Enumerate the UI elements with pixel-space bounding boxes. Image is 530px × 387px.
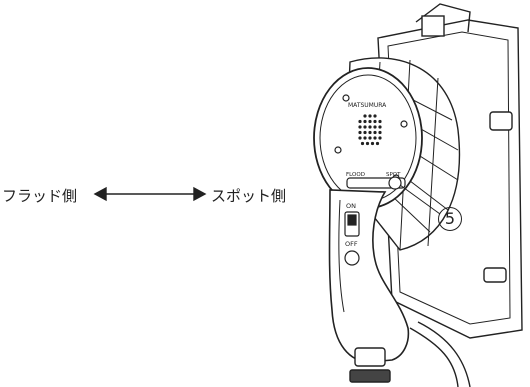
off-text: OFF bbox=[345, 240, 358, 248]
flood-text: FLOOD bbox=[346, 172, 365, 178]
spot-text: SPOT bbox=[386, 172, 401, 178]
vent-dot bbox=[373, 114, 377, 118]
vent-dot bbox=[368, 136, 372, 140]
cable bbox=[409, 321, 471, 387]
vent-dot bbox=[375, 141, 380, 146]
vent-dot bbox=[378, 130, 382, 135]
direction-arrow bbox=[93, 186, 207, 202]
vent-dot bbox=[363, 136, 367, 140]
on-text: ON bbox=[346, 202, 356, 210]
vent-dot bbox=[358, 136, 362, 140]
vent-dot bbox=[368, 114, 372, 118]
vent-dot bbox=[358, 125, 362, 129]
vent-dot bbox=[378, 125, 382, 129]
bottom-mount bbox=[349, 347, 391, 383]
callout-leader bbox=[399, 184, 441, 215]
vent-dot bbox=[368, 125, 372, 129]
vent-dot bbox=[373, 130, 377, 135]
vent-dot bbox=[373, 125, 377, 129]
spot-side-label: スポット側 bbox=[211, 187, 287, 205]
focus-slider bbox=[346, 176, 406, 190]
vent-dot bbox=[370, 141, 375, 146]
vent-dot bbox=[363, 114, 367, 118]
handle-screw bbox=[344, 250, 360, 266]
callout-number: 5 bbox=[438, 207, 462, 231]
vent-dot bbox=[368, 130, 372, 135]
vent-dot bbox=[378, 136, 382, 140]
vent-dot bbox=[378, 119, 382, 124]
front-face: MATSUMURA bbox=[313, 67, 423, 209]
vent-dot bbox=[373, 136, 377, 140]
vent-dot-grid bbox=[358, 114, 382, 146]
power-switch bbox=[344, 211, 360, 237]
vent-dot bbox=[365, 141, 370, 146]
vent-dot bbox=[368, 119, 372, 124]
vent-dot bbox=[358, 119, 362, 124]
vent-dot bbox=[363, 130, 367, 135]
vent-dot bbox=[358, 130, 362, 135]
vent-dot bbox=[373, 119, 377, 124]
brand-text: MATSUMURA bbox=[348, 102, 387, 109]
vent-dot bbox=[360, 141, 365, 146]
vent-dot bbox=[363, 125, 367, 129]
vent-dot bbox=[363, 119, 367, 124]
flood-side-label: フラッド側 bbox=[2, 187, 78, 205]
